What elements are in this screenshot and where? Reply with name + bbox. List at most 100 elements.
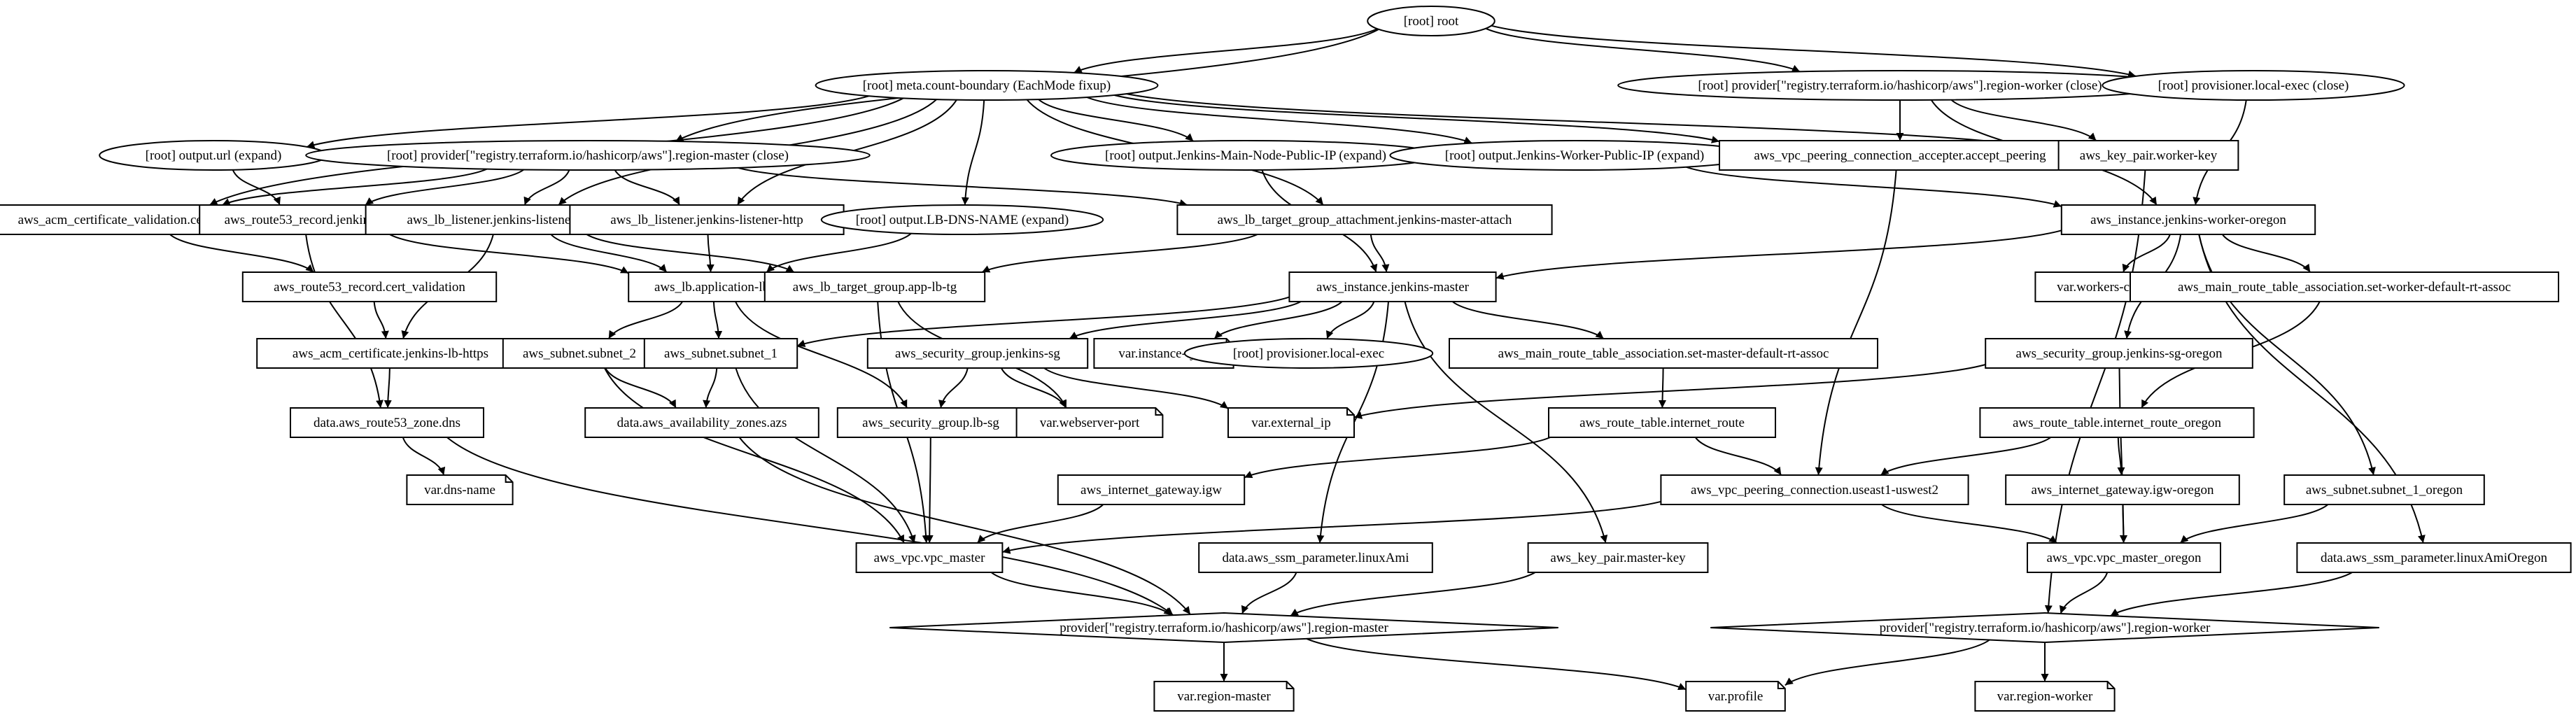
node-label: var.external_ip bbox=[1251, 416, 1330, 430]
node-box bbox=[1288, 271, 1497, 302]
edge-rt-internet-oregon-to-peering bbox=[1880, 437, 2052, 476]
edge-inst-master-to-rt-assoc-master bbox=[1451, 301, 1605, 339]
node-rt-internet-oregon: aws_route_table.internet_route_oregon bbox=[1979, 407, 2255, 438]
node-label: var.region-master bbox=[1177, 689, 1271, 704]
node-inst-worker: aws_instance.jenkins-worker-oregon bbox=[2060, 204, 2316, 235]
node-label: provider["registry.terraform.io/hashicor… bbox=[1060, 621, 1388, 635]
node-var-region-worker: var.region-worker bbox=[1974, 681, 2116, 712]
node-label: aws_security_group.lb-sg bbox=[862, 416, 999, 430]
edge-key-worker-to-prov-worker bbox=[2044, 169, 2146, 614]
node-ellipse bbox=[820, 204, 1104, 235]
node-box bbox=[1548, 407, 1776, 438]
edge-subnet-2-to-vpc-master bbox=[604, 367, 905, 544]
edge-tg-attach-to-inst-master bbox=[1370, 234, 1390, 273]
node-box bbox=[2130, 271, 2559, 302]
edge-r53-cert-validation-to-acm-cert bbox=[373, 301, 389, 339]
node-note bbox=[1227, 407, 1355, 438]
edge-root-to-prov-local-exec-close bbox=[1491, 24, 2137, 78]
node-sg-lb: aws_security_group.lb-sg bbox=[836, 407, 1025, 438]
node-box bbox=[2005, 474, 2240, 505]
node-label: aws_vpc.vpc_master bbox=[874, 551, 985, 565]
edge-prov-master-to-var-profile bbox=[1306, 637, 1687, 691]
node-box bbox=[1979, 407, 2255, 438]
node-label: aws_internet_gateway.igw bbox=[1081, 483, 1222, 497]
node-box bbox=[2060, 204, 2316, 235]
edge-igw-to-vpc-master bbox=[976, 504, 1104, 544]
node-box bbox=[1985, 338, 2253, 369]
node-igw-oregon: aws_internet_gateway.igw-oregon bbox=[2005, 474, 2240, 505]
edge-prov-master-close-to-listener-http bbox=[614, 169, 681, 206]
node-box bbox=[1057, 474, 1246, 505]
node-label: [root] provider["registry.terraform.io/h… bbox=[387, 148, 789, 163]
node-label: data.aws_availability_zones.azs bbox=[617, 416, 787, 430]
node-label: aws_acm_certificate_validation.cert bbox=[18, 213, 211, 227]
edge-listener-http-to-lb-app bbox=[706, 234, 715, 273]
node-subnet-1-oregon: aws_subnet.subnet_1_oregon bbox=[2283, 474, 2485, 505]
node-label: [root] output.LB-DNS-NAME (expand) bbox=[856, 213, 1069, 227]
node-label: [root] output.Jenkins-Worker-Public-IP (… bbox=[1445, 148, 1704, 163]
node-diamond bbox=[1710, 612, 2379, 644]
node-label: aws_route_table.internet_route_oregon bbox=[2013, 416, 2222, 430]
node-box bbox=[1449, 338, 1878, 369]
edge-inst-master-to-prov-local-exec bbox=[1325, 301, 1375, 339]
edge-root-to-meta-count bbox=[1074, 28, 1378, 73]
edge-meta-count-to-output-main-ip bbox=[1038, 99, 1194, 142]
edge-peering-to-vpc-master-oregon bbox=[1881, 504, 2057, 544]
edge-subnet-2-to-data-azs bbox=[605, 367, 677, 409]
node-label: aws_lb_target_group_attachment.jenkins-m… bbox=[1218, 213, 1512, 227]
node-var-region-master: var.region-master bbox=[1153, 681, 1295, 712]
node-box bbox=[866, 338, 1089, 369]
node-label: aws_subnet.subnet_1_oregon bbox=[2306, 483, 2463, 497]
node-label: [root] provisioner.local-exec bbox=[1233, 346, 1384, 361]
node-var-profile: var.profile bbox=[1685, 681, 1786, 712]
edge-ssm-linux-to-prov-master bbox=[1241, 572, 1297, 614]
edge-meta-count-to-output-worker-ip bbox=[1086, 97, 1472, 144]
node-label: var.profile bbox=[1708, 689, 1764, 704]
node-prov-worker: provider["registry.terraform.io/hashicor… bbox=[1710, 612, 2379, 644]
node-vpc-master: aws_vpc.vpc_master bbox=[855, 542, 1004, 573]
node-var-dns-name: var.dns-name bbox=[406, 474, 514, 505]
node-igw: aws_internet_gateway.igw bbox=[1057, 474, 1246, 505]
edge-tg-attach-to-tg-app bbox=[981, 234, 1258, 273]
node-box bbox=[290, 407, 484, 438]
node-box bbox=[2057, 140, 2239, 171]
edge-inst-worker-to-inst-master bbox=[1495, 230, 2062, 280]
node-var-external-ip: var.external_ip bbox=[1227, 407, 1355, 438]
edge-data-azs-to-prov-master bbox=[738, 437, 1191, 615]
node-label: [root] output.Jenkins-Main-Node-Public-I… bbox=[1105, 148, 1386, 163]
node-label: var.region-worker bbox=[1997, 689, 2093, 704]
node-rt-internet: aws_route_table.internet_route bbox=[1548, 407, 1776, 438]
node-label: [root] provisioner.local-exec (close) bbox=[2158, 78, 2349, 93]
node-rt-assoc-worker: aws_main_route_table_association.set-wor… bbox=[2130, 271, 2559, 302]
node-label: aws_internet_gateway.igw-oregon bbox=[2032, 483, 2214, 497]
node-box bbox=[763, 271, 986, 302]
node-r53-cert-validation: aws_route53_record.cert_validation bbox=[241, 271, 498, 302]
edge-inst-master-to-sg-jenkins bbox=[1069, 301, 1302, 339]
node-note bbox=[406, 474, 514, 505]
node-note bbox=[1974, 681, 2116, 712]
node-box bbox=[2296, 542, 2572, 573]
node-meta-count: [root] meta.count-boundary (EachMode fix… bbox=[815, 70, 1159, 101]
edge-subnet-1-oregon-to-vpc-master-oregon bbox=[2179, 504, 2329, 544]
edge-peering-to-vpc-master bbox=[1002, 500, 1661, 554]
node-label: [root] provider["registry.terraform.io/h… bbox=[1698, 78, 2102, 93]
edge-lb-app-to-subnet-2 bbox=[607, 301, 684, 339]
edge-subnet-1-to-vpc-master bbox=[735, 367, 916, 544]
node-var-webserver-port: var.webserver-port bbox=[1015, 407, 1164, 438]
node-note bbox=[1685, 681, 1786, 712]
node-listener-http: aws_lb_listener.jenkins-listener-http bbox=[569, 204, 845, 235]
node-label: aws_route53_record.jenkins bbox=[225, 213, 375, 227]
node-sg-jenkins-oregon: aws_security_group.jenkins-sg-oregon bbox=[1985, 338, 2253, 369]
edge-output-worker-ip-to-inst-worker bbox=[1686, 166, 2062, 208]
node-label: aws_lb_target_group.app-lb-tg bbox=[793, 280, 957, 295]
node-label: aws_vpc_peering_connection_accepter.acce… bbox=[1754, 148, 2046, 163]
node-label: aws_lb_listener.jenkins-listener-http bbox=[610, 213, 803, 227]
edge-sg-jenkins-to-var-webserver-port bbox=[1001, 367, 1067, 409]
nodes-layer: [root] root [root] meta.count-boundary (E… bbox=[0, 6, 2572, 712]
node-label: [root] root bbox=[1404, 14, 1459, 29]
edge-vpc-master-oregon-to-prov-worker bbox=[2059, 572, 2109, 614]
edge-inst-worker-to-var-workers-count bbox=[2122, 234, 2171, 273]
node-rt-assoc-master: aws_main_route_table_association.set-mas… bbox=[1449, 338, 1878, 369]
edge-prov-worker-to-var-profile bbox=[1785, 639, 1990, 686]
